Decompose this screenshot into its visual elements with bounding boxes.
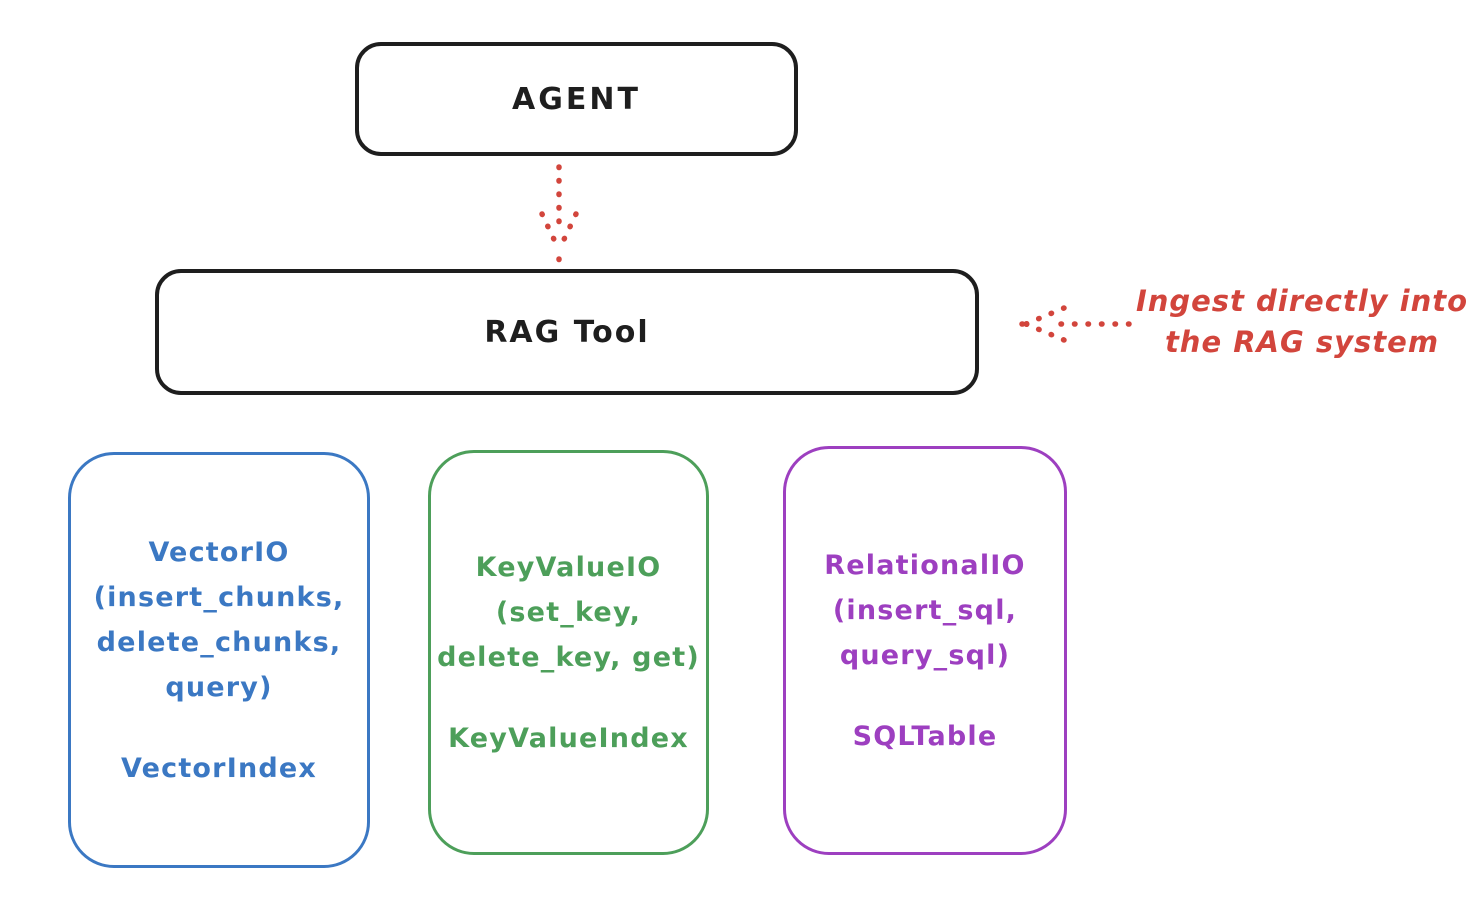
ingest-annotation-line1: Ingest directly into [1135, 284, 1469, 318]
node-line: delete_key, get) [437, 641, 700, 673]
node-line: query) [165, 671, 273, 703]
node-line: query_sql) [839, 639, 1011, 671]
node-line: (insert_sql, [832, 594, 1018, 626]
rag-tool-node: RAG Tool [155, 269, 979, 395]
node-line: (insert_chunks, [93, 581, 345, 613]
agent-node: AGENT [355, 42, 798, 156]
arrow-left-icon [1019, 305, 1132, 343]
node-line: RelationalIO [824, 549, 1026, 581]
relational-io-text: RelationalIO (insert_sql, query_sql) SQL… [824, 543, 1025, 759]
agent-label: AGENT [512, 81, 641, 117]
node-line: VectorIO [148, 536, 290, 568]
vector-io-text: VectorIO (insert_chunks, delete_chunks, … [94, 530, 345, 791]
ingest-annotation-line2: the RAG system [1164, 325, 1440, 359]
rag-tool-label: RAG Tool [484, 314, 650, 350]
node-line: (set_key, [495, 596, 642, 628]
relational-io-node: RelationalIO (insert_sql, query_sql) SQL… [783, 446, 1067, 855]
node-line: delete_chunks, [96, 626, 342, 658]
ingest-annotation: Ingest directly into the RAG system [1122, 281, 1482, 363]
vector-io-node: VectorIO (insert_chunks, delete_chunks, … [68, 452, 370, 868]
node-subtitle: SQLTable [852, 720, 998, 752]
node-subtitle: KeyValueIndex [448, 722, 689, 754]
keyvalue-io-text: KeyValueIO (set_key, delete_key, get) Ke… [437, 545, 700, 761]
node-subtitle: VectorIndex [120, 752, 318, 784]
keyvalue-io-node: KeyValueIO (set_key, delete_key, get) Ke… [428, 450, 709, 855]
arrow-down-icon [539, 164, 579, 263]
node-line: KeyValueIO [475, 551, 662, 583]
